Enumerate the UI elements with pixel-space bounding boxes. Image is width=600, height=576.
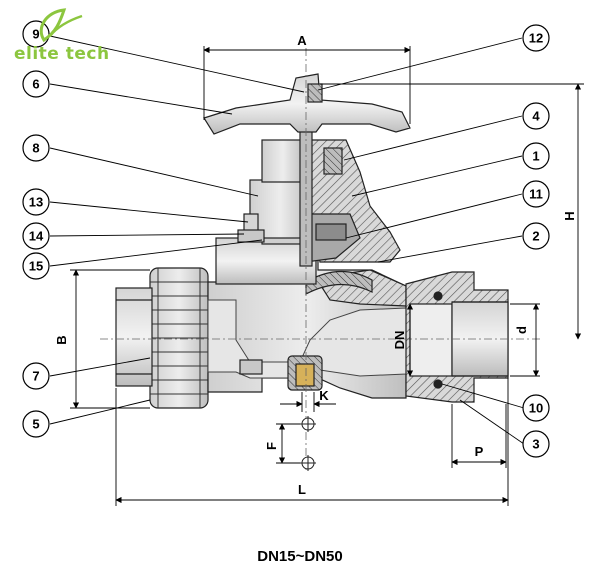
callout-3: 3 (522, 430, 550, 458)
dim-DN: DN (392, 331, 407, 350)
dim-L: L (298, 482, 306, 497)
callout-6: 6 (22, 70, 50, 98)
callout-3-label: 3 (532, 437, 539, 452)
callout-11-label: 11 (529, 187, 543, 202)
leaf-icon (39, 8, 83, 43)
callout-15-label: 15 (29, 259, 43, 274)
center-lines (100, 48, 540, 470)
valve-body (115, 73, 509, 409)
callout-2: 2 (522, 222, 550, 250)
callout-12-label: 12 (529, 31, 543, 46)
dim-P: P (475, 444, 484, 459)
callout-4: 4 (522, 102, 550, 130)
dimension-lines (70, 46, 584, 506)
dim-K: K (319, 388, 329, 403)
callout-15: 15 (22, 252, 50, 280)
dim-d: d (514, 326, 529, 334)
callout-8: 8 (22, 134, 50, 162)
callout-14: 14 (22, 222, 50, 250)
callout-1-label: 1 (532, 149, 539, 164)
diagram-caption: DN15~DN50 (257, 548, 343, 565)
dim-B: B (54, 335, 69, 344)
callout-11: 11 (522, 180, 550, 208)
dim-A: A (297, 33, 307, 48)
leader-lines (49, 35, 525, 445)
callout-7-label: 7 (32, 369, 39, 384)
dim-F: F (264, 442, 279, 450)
mounting-holes (300, 416, 316, 471)
callout-13-label: 13 (29, 195, 43, 210)
callouts: 9 6 8 13 14 15 7 5 12 4 1 11 2 10 3 (22, 20, 550, 458)
callout-6-label: 6 (32, 77, 39, 92)
callout-5-label: 5 (32, 417, 39, 432)
dimension-labels: A H B L K F P d DN (54, 33, 577, 497)
callout-14-label: 14 (29, 229, 44, 244)
callout-10: 10 (522, 394, 550, 422)
callout-13: 13 (22, 188, 50, 216)
callout-4-label: 4 (532, 109, 540, 124)
callout-10-label: 10 (529, 401, 543, 416)
brand-logo: elite tech (4, 6, 124, 66)
callout-7: 7 (22, 362, 50, 390)
callout-5: 5 (22, 410, 50, 438)
callout-8-label: 8 (32, 141, 39, 156)
callout-1: 1 (522, 142, 550, 170)
logo-text: elite tech (14, 44, 110, 64)
callout-12: 12 (522, 24, 550, 52)
callout-9-label: 9 (32, 27, 39, 42)
callout-2-label: 2 (532, 229, 539, 244)
dim-H: H (562, 211, 577, 220)
